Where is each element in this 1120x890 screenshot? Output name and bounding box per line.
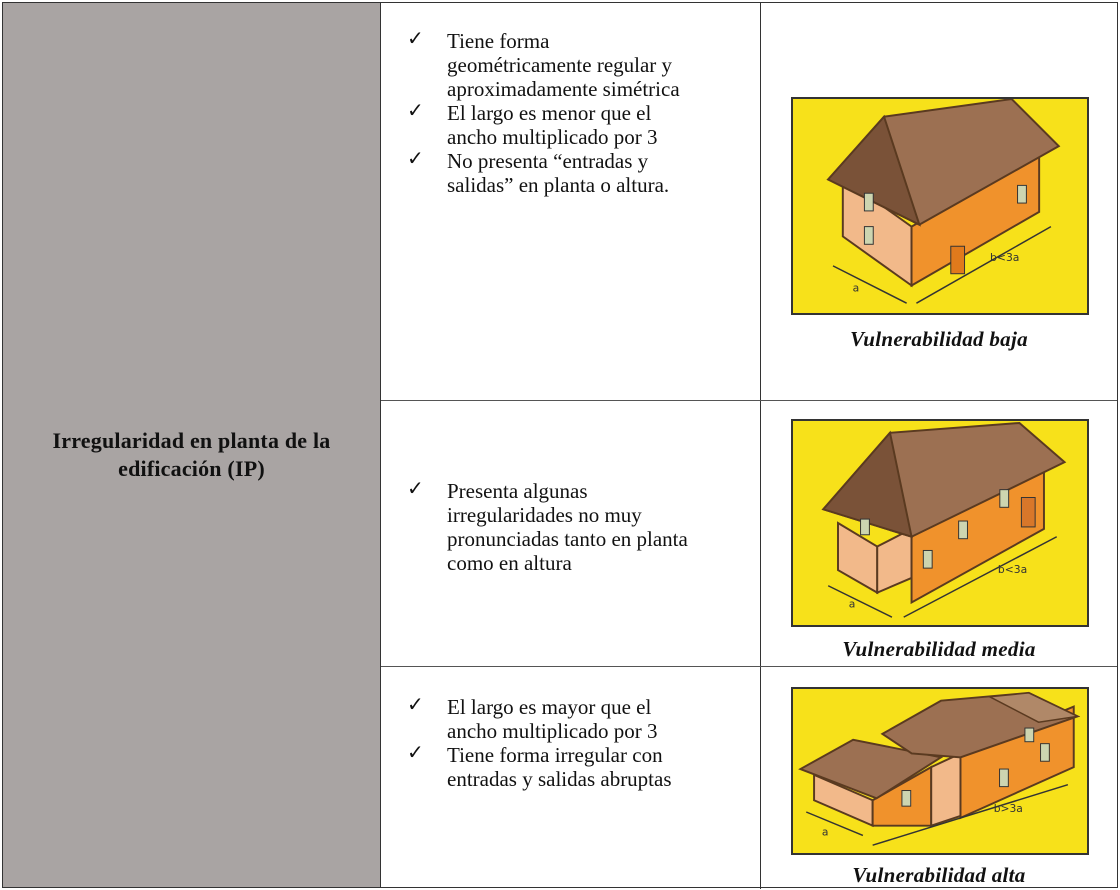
house-illustration-medium: a b<3a bbox=[791, 419, 1089, 627]
irregular-house-drawing: a b>3a bbox=[794, 689, 1086, 853]
criteria-list-medium: ✓Presenta algunas irregularidades no muy… bbox=[407, 478, 717, 575]
criteria-item: ✓No presenta “entradas y salidas” en pla… bbox=[407, 148, 670, 197]
description-cell-low: ✓Tiene forma geométricamente regular y a… bbox=[381, 3, 761, 400]
checkmark-icon: ✓ bbox=[407, 148, 424, 170]
vulnerability-caption-high: Vulnerabilidad alta bbox=[852, 863, 1026, 887]
checkmark-icon: ✓ bbox=[407, 100, 424, 122]
regular-house-drawing: a b<3a bbox=[793, 99, 1087, 313]
dimension-label-a: a bbox=[822, 825, 829, 838]
house-illustration-high: a b>3a bbox=[791, 687, 1089, 855]
criteria-item: ✓Presenta algunas irregularidades no muy… bbox=[407, 478, 688, 575]
criteria-item: ✓El largo es menor que el ancho multipli… bbox=[407, 100, 658, 149]
image-cell-high: a b>3a Vulnerabilidad alta bbox=[761, 667, 1117, 889]
vulnerability-caption-low: Vulnerabilidad baja bbox=[850, 327, 1028, 351]
image-cell-low: a b<3a Vulnerabilidad baja bbox=[761, 3, 1117, 400]
checkmark-icon: ✓ bbox=[407, 28, 424, 50]
dimension-label-a: a bbox=[849, 597, 856, 610]
criteria-item: ✓El largo es mayor que el ancho multipli… bbox=[407, 694, 658, 743]
dimension-label-b: b>3a bbox=[994, 802, 1023, 815]
checkmark-icon: ✓ bbox=[407, 742, 424, 764]
dimension-label-a: a bbox=[853, 281, 860, 294]
dimension-label-b: b<3a bbox=[990, 251, 1019, 264]
slightly-irregular-house-drawing: a b<3a bbox=[793, 421, 1087, 625]
criteria-list-high: ✓El largo es mayor que el ancho multipli… bbox=[407, 694, 697, 791]
dimension-label-b: b<3a bbox=[998, 563, 1027, 576]
table-row-high: ✓El largo es mayor que el ancho multipli… bbox=[381, 667, 1117, 889]
criteria-item: ✓Tiene forma geométricamente regular y a… bbox=[407, 28, 680, 101]
criteria-list-low: ✓Tiene forma geométricamente regular y a… bbox=[407, 28, 697, 197]
checkmark-icon: ✓ bbox=[407, 478, 424, 500]
house-illustration-low: a b<3a bbox=[791, 97, 1089, 315]
checkmark-icon: ✓ bbox=[407, 694, 424, 716]
image-cell-medium: a b<3a Vulnerabilidad media bbox=[761, 401, 1117, 666]
vulnerability-caption-medium: Vulnerabilidad media bbox=[842, 637, 1036, 661]
table-row-medium: ✓Presenta algunas irregularidades no muy… bbox=[381, 401, 1117, 667]
description-cell-high: ✓El largo es mayor que el ancho multipli… bbox=[381, 667, 761, 889]
category-title: Irregularidad en planta de la edificació… bbox=[52, 428, 331, 481]
category-cell: Irregularidad en planta de la edificació… bbox=[3, 3, 381, 887]
description-cell-medium: ✓Presenta algunas irregularidades no muy… bbox=[381, 401, 761, 666]
criteria-item: ✓Tiene forma irregular con entradas y sa… bbox=[407, 742, 672, 791]
table-row-low: ✓Tiene forma geométricamente regular y a… bbox=[381, 3, 1117, 401]
